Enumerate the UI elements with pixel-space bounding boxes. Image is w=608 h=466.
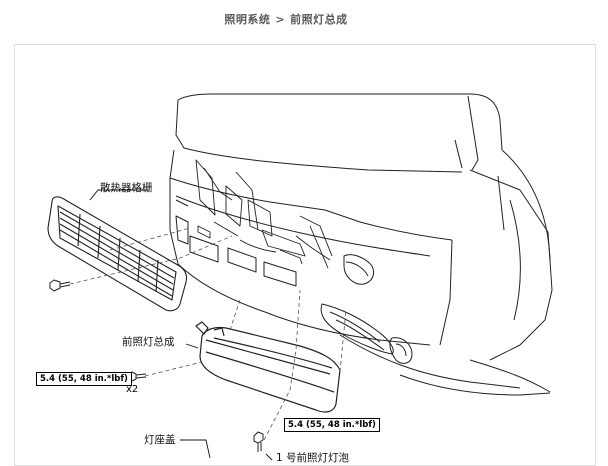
assembly-guide-lines (69, 227, 347, 441)
label-lamp-socket-cover: 灯座盖 (144, 434, 176, 446)
radiator-grille-drawing (47, 196, 188, 312)
quantity-label: x2 (126, 384, 139, 395)
breadcrumb-parent[interactable]: 照明系统 (224, 13, 271, 26)
breadcrumb-current: 前照灯总成 (290, 13, 348, 26)
torque-spec-left: 5.4 (55, 48 in.*lbf) (36, 372, 132, 386)
label-radiator-grille: 散热器格栅 (100, 182, 153, 194)
engine-bay-detail (195, 159, 333, 269)
bumper-openings (189, 235, 413, 364)
label-headlight-assembly: 前照灯总成 (122, 336, 175, 348)
torque-spec-right: 5.4 (55, 48 in.*lbf) (284, 418, 380, 432)
headlight-assembly-drawing (195, 321, 341, 413)
bolt-socket (253, 431, 264, 452)
breadcrumb: 照明系统 > 前照灯总成 (0, 11, 572, 27)
vehicle-body (169, 93, 553, 396)
breadcrumb-separator: > (275, 13, 286, 26)
label-headlight-bulb: 1 号前照灯灯泡 (276, 452, 350, 464)
leader-lines (89, 189, 273, 461)
bolt-grille (49, 279, 71, 292)
